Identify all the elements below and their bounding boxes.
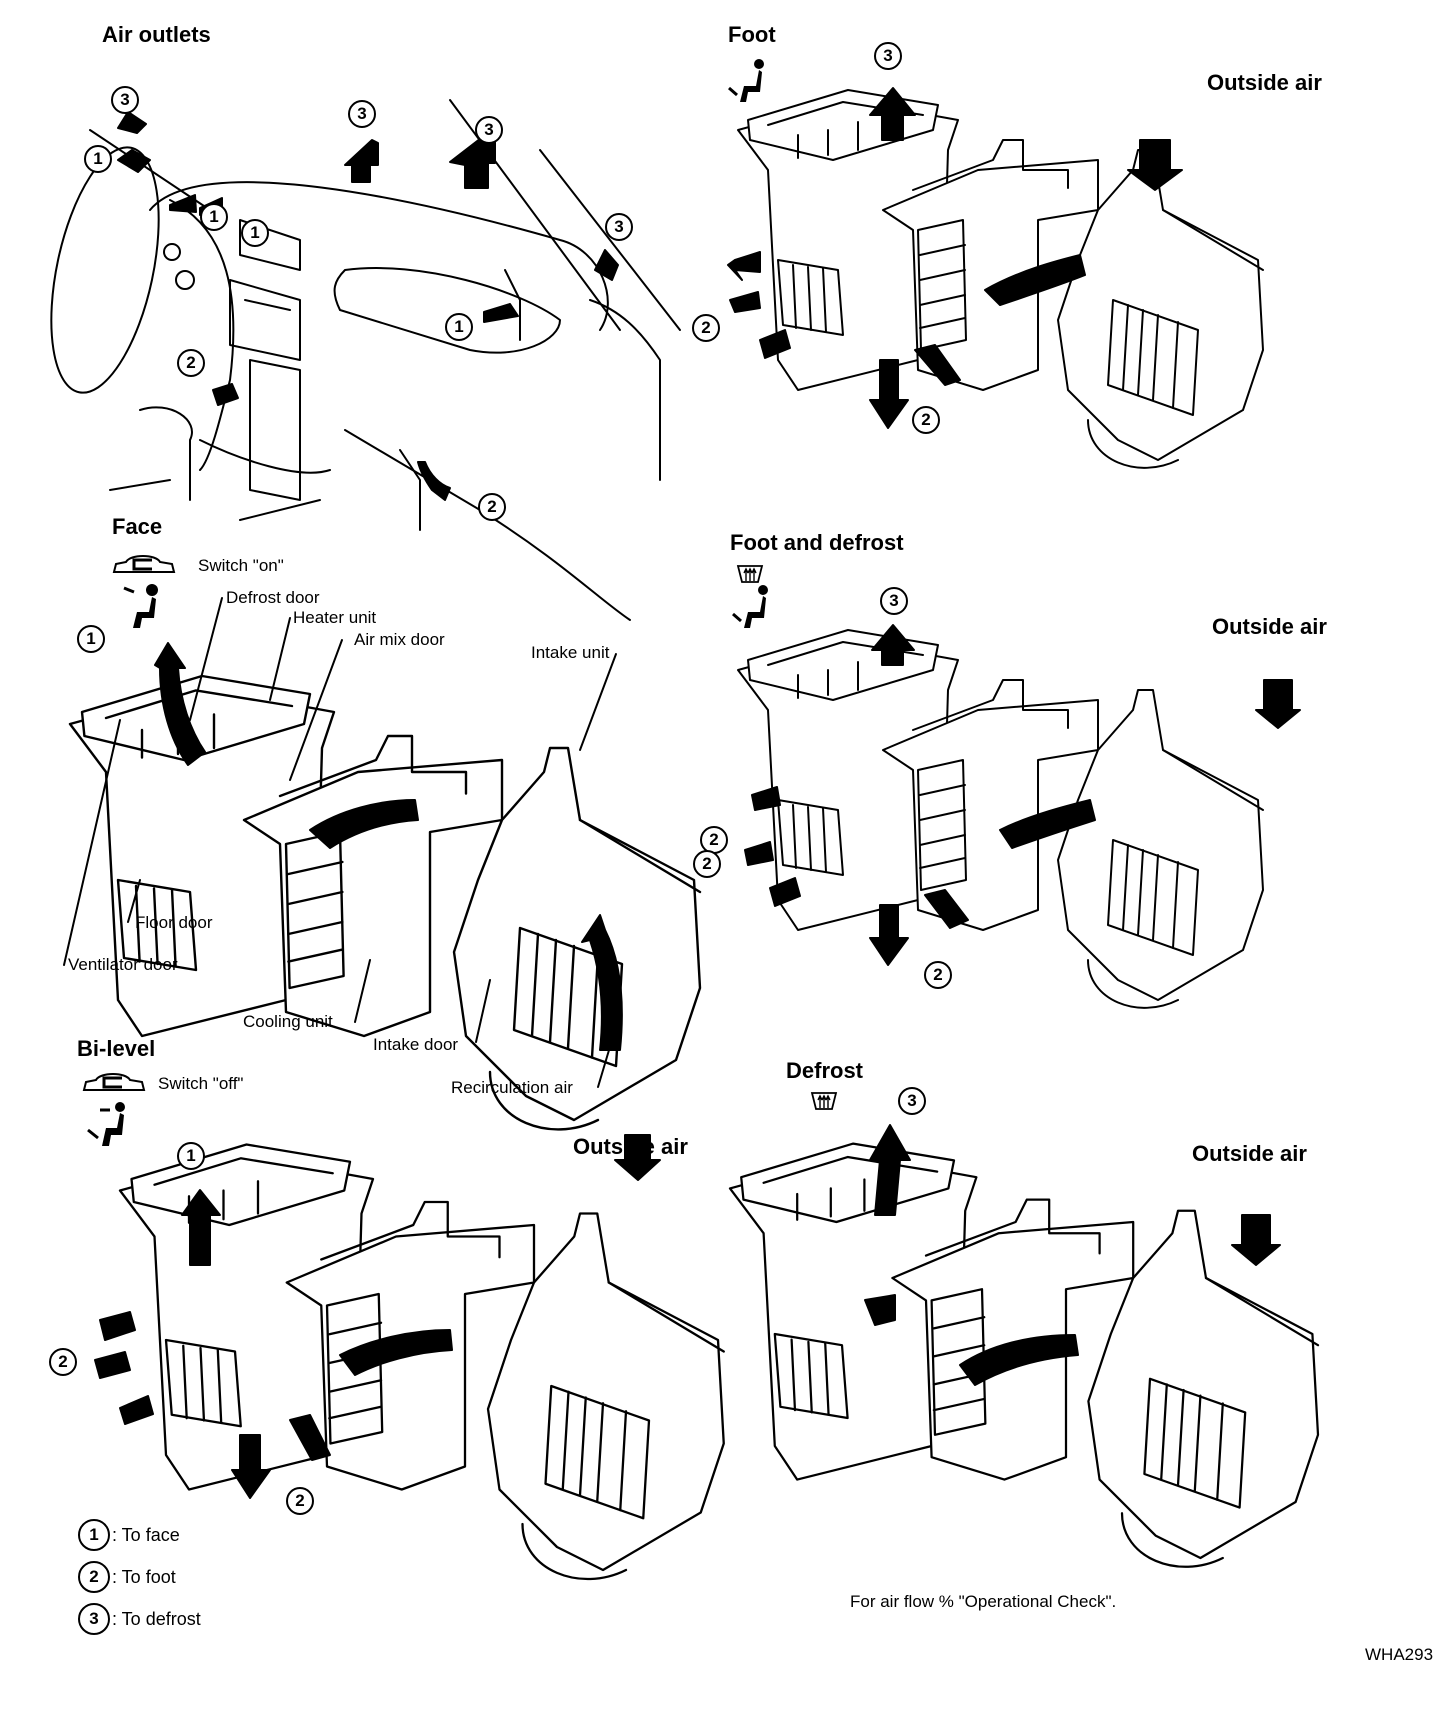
callout-intake-unit: Intake unit — [531, 643, 610, 662]
outlet-marker: 1 — [84, 145, 112, 173]
bi-level-seat-icon — [87, 1102, 125, 1146]
callout-defrost-door: Defrost door — [226, 588, 320, 607]
defrost-windshield-icon — [810, 1092, 838, 1110]
recirculation-switch-icon — [112, 555, 176, 573]
panel-title-foot-and-defrost: Foot and defrost — [730, 530, 904, 555]
footnote-operational-check: For air flow % "Operational Check". — [850, 1592, 1117, 1611]
defrost-marker: 3 — [898, 1087, 926, 1115]
outlet-marker: 1 — [241, 219, 269, 247]
panel-title-air-outlets: Air outlets — [102, 22, 211, 47]
callout-floor-door: Floor door — [135, 913, 213, 932]
legend-marker: 3 — [78, 1603, 110, 1635]
callout-leaders — [63, 597, 617, 1088]
outlet-marker: 1 — [445, 313, 473, 341]
intake-label-outside-air: Outside air — [1212, 614, 1327, 639]
dashboard-illustration — [50, 99, 681, 621]
intake-label-outside-air: Outside air — [1192, 1141, 1307, 1166]
hvac-unit-foot — [737, 89, 1264, 469]
foot-marker: 2 — [912, 406, 940, 434]
foot-mode-seat-icon — [728, 59, 764, 102]
outlet-marker: 3 — [348, 100, 376, 128]
foot-defrost-marker: 2 — [924, 961, 952, 989]
callout-cooling-unit: Cooling unit — [243, 1012, 333, 1031]
panel-title-face: Face — [112, 514, 163, 539]
outlet-marker: 2 — [177, 349, 205, 377]
outlet-marker: 2 — [478, 493, 506, 521]
panel-title-defrost: Defrost — [786, 1058, 864, 1083]
recirculation-switch-icon — [82, 1073, 146, 1091]
foot-defrost-marker: 3 — [880, 587, 908, 615]
outlet-marker: 3 — [605, 213, 633, 241]
panel-title-foot: Foot — [728, 22, 776, 47]
intake-label-outside-air: Outside air — [573, 1134, 688, 1159]
foot-marker: 2 — [692, 314, 720, 342]
callout-recirculation-air: Recirculation air — [451, 1078, 573, 1097]
legend-item-defrost: 3 : To defrost — [78, 1603, 201, 1635]
outlet-marker: 3 — [475, 116, 503, 144]
face-mode-seat-icon — [123, 584, 158, 628]
bi-level-marker: 1 — [177, 1142, 205, 1170]
callout-intake-door: Intake door — [373, 1035, 459, 1054]
legend-item-face: 1 : To face — [78, 1519, 180, 1551]
foot-defrost-marker: 2 — [693, 850, 721, 878]
foot-marker: 3 — [874, 42, 902, 70]
figure-code: WHA293 — [1365, 1645, 1434, 1664]
callout-heater-unit: Heater unit — [293, 608, 377, 627]
foot-defrost-seat-icon — [732, 585, 768, 628]
legend-item-foot: 2 : To foot — [78, 1561, 176, 1593]
legend-marker: 2 — [78, 1561, 110, 1593]
airflow-arrows — [94, 87, 1301, 1499]
face-marker: 1 — [77, 625, 105, 653]
legend-marker: 1 — [78, 1519, 110, 1551]
bi-level-switch-status: Switch "off" — [158, 1074, 244, 1093]
outlet-marker: 1 — [200, 203, 228, 231]
defrost-windshield-icon — [736, 565, 764, 583]
bi-level-marker: 2 — [49, 1348, 77, 1376]
hvac-unit-foot-and-defrost — [737, 629, 1264, 1009]
intake-label-outside-air: Outside air — [1207, 70, 1322, 95]
bi-level-marker: 2 — [286, 1487, 314, 1515]
legend-text: : To foot — [112, 1566, 176, 1587]
face-switch-status: Switch "on" — [198, 556, 284, 575]
face-marker: 2 — [700, 826, 728, 854]
legend-text: : To face — [112, 1524, 180, 1545]
callout-ventilator-door: Ventilator door — [68, 955, 178, 974]
outlet-marker: 3 — [111, 86, 139, 114]
panel-title-bi-level: Bi-level — [77, 1036, 156, 1061]
legend-text: : To defrost — [112, 1608, 201, 1629]
callout-air-mix-door: Air mix door — [354, 630, 445, 649]
